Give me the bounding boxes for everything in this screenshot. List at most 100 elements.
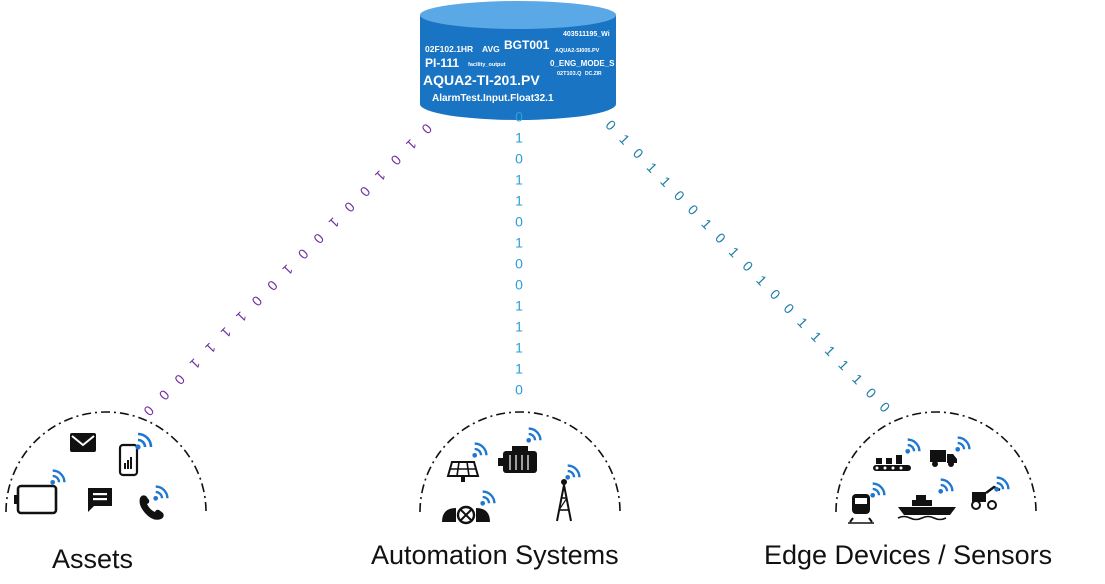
- center-stream-bit: 0: [515, 382, 523, 398]
- left-stream-bit: 1: [187, 356, 204, 373]
- db-tag: DC.ZIR: [585, 71, 602, 77]
- left-stream-bit: 0: [418, 121, 435, 138]
- automation-systems-label: Automation Systems: [371, 540, 619, 570]
- phone-icon: [139, 495, 164, 520]
- db-tag: facility_output: [468, 62, 506, 68]
- binary-streams: 0101001001001111000010110100111100101100…: [140, 109, 893, 420]
- truck-icon: [930, 450, 957, 467]
- db-tag: AQUA2-SI005.PV: [555, 48, 600, 54]
- motor-icon: [498, 446, 537, 473]
- automation-arc: [419, 411, 621, 513]
- right-stream-bit: 1: [808, 328, 825, 345]
- left-stream-bit: 0: [357, 183, 374, 200]
- left-stream-bit: 0: [341, 199, 358, 216]
- center-stream-bit: 0: [515, 151, 523, 167]
- left-stream-bit: 0: [140, 403, 157, 420]
- wifi-icon: [994, 476, 1010, 492]
- right-stream-bit: 1: [644, 159, 661, 176]
- right-stream-bit: 0: [712, 230, 729, 247]
- edge-devices-label: Edge Devices / Sensors: [764, 540, 1053, 570]
- right-stream-bit: 1: [616, 131, 633, 148]
- right-stream-bit: 0: [767, 286, 784, 303]
- right-stream-bit: 0: [602, 117, 619, 134]
- edge-arc: [835, 411, 1037, 513]
- left-stream-bit: 1: [202, 340, 219, 357]
- conveyor-icon: [873, 455, 911, 471]
- right-stream-bit: 0: [876, 399, 893, 416]
- solar-panel-icon: [446, 461, 480, 482]
- db-tag: BGT001: [504, 38, 550, 52]
- wifi-icon: [905, 438, 921, 454]
- right-stream-bit: 0: [671, 187, 688, 204]
- db-tag: AlarmTest.Input.Float32.1: [432, 93, 554, 104]
- left-stream-bit: 1: [218, 324, 235, 341]
- center-stream-bit: 1: [515, 361, 523, 377]
- wifi-icon: [50, 469, 66, 485]
- train-icon: [848, 494, 874, 524]
- oil-rig-icon: [556, 479, 572, 522]
- left-stream-bit: 1: [233, 309, 250, 326]
- left-stream-bit: 0: [310, 230, 327, 247]
- center-stream-bit: 1: [515, 340, 523, 356]
- left-stream-bit: 0: [171, 371, 188, 388]
- right-stream-bit: 1: [835, 356, 852, 373]
- right-stream-bit: 1: [698, 215, 715, 232]
- right-stream-bit: 1: [657, 173, 674, 190]
- center-stream-bit: 0: [515, 214, 523, 230]
- wifi-icon: [480, 490, 496, 506]
- right-stream-bit: 0: [685, 201, 702, 218]
- tablet-icon: [14, 484, 58, 515]
- wifi-icon: [565, 464, 581, 480]
- db-tag: AVG: [482, 44, 500, 54]
- assets-arc: [5, 411, 207, 513]
- smartphone-icon: [118, 443, 139, 477]
- center-stream-bit: 1: [515, 235, 523, 251]
- wifi-icon: [955, 436, 971, 452]
- left-stream-bit: 1: [403, 136, 420, 153]
- wifi-icon: [526, 427, 542, 443]
- right-stream-bit: 1: [822, 342, 839, 359]
- assets-label: Assets: [52, 544, 134, 574]
- db-tag: PI-111: [425, 56, 460, 70]
- center-stream-bit: 1: [515, 130, 523, 146]
- center-stream-bit: 0: [515, 277, 523, 293]
- db-tag: 0_ENG_MODE_S: [550, 59, 615, 68]
- left-stream-bit: 0: [248, 293, 265, 310]
- wifi-icon: [472, 442, 488, 458]
- left-stream-bit: 0: [264, 277, 281, 294]
- wifi-icon: [938, 478, 954, 494]
- wifi-icon: [153, 485, 169, 501]
- envelope-icon: [70, 433, 96, 452]
- left-stream-bit: 1: [372, 168, 389, 185]
- chat-icon: [88, 488, 112, 512]
- wifi-icon: [870, 482, 886, 498]
- left-stream-bit: 0: [387, 152, 404, 169]
- center-stream-bit: 1: [515, 172, 523, 188]
- wifi-icon: [135, 432, 153, 450]
- left-stream-bit: 1: [326, 215, 343, 232]
- right-stream-bit: 1: [726, 244, 743, 261]
- valve-icon: [442, 505, 490, 525]
- db-tag: 02T103.Q: [557, 71, 582, 77]
- right-stream-bit: 0: [739, 258, 756, 275]
- right-stream-bit: 0: [630, 145, 647, 162]
- left-stream-bit: 0: [295, 246, 312, 263]
- right-stream-bit: 1: [753, 272, 770, 289]
- center-stream-bit: 1: [515, 319, 523, 335]
- db-tag: 02F102.1HR: [425, 44, 474, 54]
- center-stream-bit: 1: [515, 298, 523, 314]
- left-stream-bit: 0: [156, 387, 173, 404]
- right-stream-bit: 0: [781, 300, 798, 317]
- center-stream-bit: 1: [515, 193, 523, 209]
- db-tag: 403511195_Wi: [563, 31, 610, 38]
- ship-icon: [897, 495, 956, 521]
- db-tag: AQUA2-TI-201.PV: [423, 72, 540, 88]
- right-stream-bit: 1: [849, 371, 866, 388]
- right-stream-bit: 1: [794, 314, 811, 331]
- right-stream-bit: 0: [863, 385, 880, 402]
- database-cylinder: [420, 1, 616, 120]
- loader-icon: [971, 485, 1001, 510]
- left-stream-bit: 1: [279, 262, 296, 279]
